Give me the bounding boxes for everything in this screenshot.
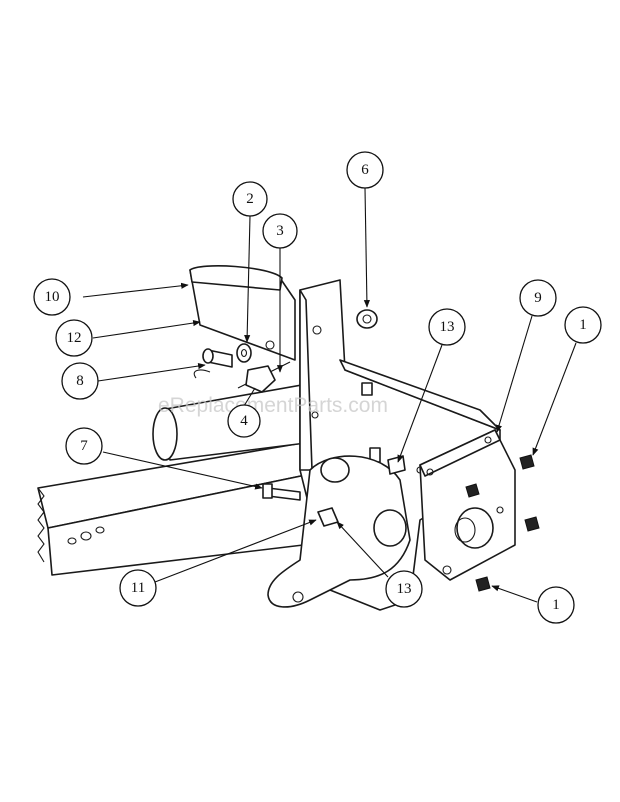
svg-text:1: 1: [579, 317, 587, 333]
svg-text:13: 13: [440, 319, 455, 335]
leader-lines: [82, 187, 577, 603]
svg-text:3: 3: [276, 223, 284, 239]
callout-13-lower: 13: [385, 570, 423, 608]
watermark: eReplacementParts.com: [158, 394, 388, 417]
svg-text:1: 1: [552, 597, 560, 613]
pivot-arm: [267, 455, 411, 608]
callout-6: 6: [346, 151, 384, 189]
svg-text:2: 2: [246, 191, 254, 207]
svg-text:9: 9: [534, 290, 542, 306]
svg-text:8: 8: [76, 373, 84, 389]
callout-7: 7: [65, 427, 103, 465]
callout-11: 11: [119, 569, 157, 607]
callout-8: 8: [61, 362, 99, 400]
callout-1-lower: 1: [537, 586, 575, 624]
callout-12: 12: [55, 319, 93, 357]
svg-text:10: 10: [45, 289, 60, 305]
callout-1-upper: 1: [564, 306, 602, 344]
svg-text:11: 11: [131, 580, 145, 596]
svg-text:4: 4: [240, 413, 248, 429]
top-cover: [189, 265, 296, 361]
cover-plate: [419, 429, 516, 581]
callout-3: 3: [262, 213, 298, 249]
svg-text:7: 7: [80, 438, 88, 454]
callout-4: 4: [227, 404, 261, 438]
callout-2: 2: [232, 181, 268, 217]
callout-13-upper: 13: [428, 308, 466, 346]
callout-10: 10: [33, 278, 71, 316]
callout-9: 9: [519, 279, 557, 317]
svg-text:12: 12: [67, 330, 82, 346]
svg-text:6: 6: [361, 162, 369, 178]
svg-text:13: 13: [397, 581, 412, 597]
